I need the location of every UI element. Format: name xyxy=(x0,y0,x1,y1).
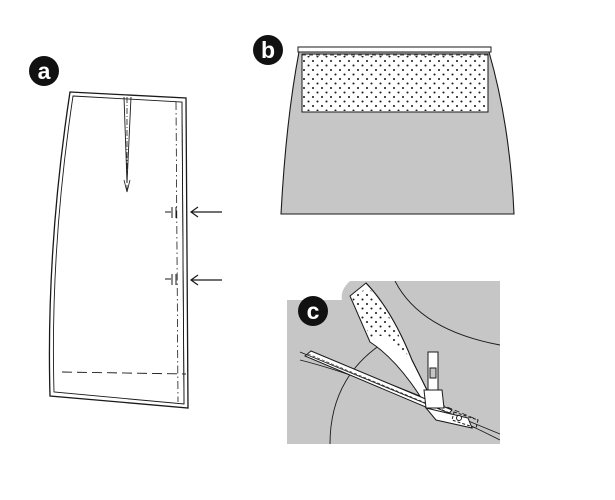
label-a-badge: a xyxy=(29,56,59,86)
fold-edge xyxy=(365,282,433,401)
center-line xyxy=(175,101,179,403)
seam-line xyxy=(181,101,185,405)
facing-dots xyxy=(352,287,408,356)
arrow-left-icon xyxy=(189,206,222,286)
label-c: c xyxy=(307,298,320,324)
label-b-badge: b xyxy=(253,35,283,65)
skirt-piece-outer xyxy=(48,91,189,409)
presser-foot-icon xyxy=(423,351,479,429)
skirt-piece-inner xyxy=(52,95,185,405)
label-c-badge: c xyxy=(298,296,328,326)
stitching-dashed xyxy=(439,403,479,421)
interfacing-dots xyxy=(303,56,487,111)
panel-c: c xyxy=(287,281,501,444)
label-a: a xyxy=(38,58,51,84)
panel-a: a xyxy=(29,56,222,409)
label-b: b xyxy=(261,37,275,63)
waist-stay-tape xyxy=(297,46,492,53)
hem-line xyxy=(61,371,187,375)
waist-dart xyxy=(123,96,132,193)
notch-marks xyxy=(165,207,177,285)
panel-b: b xyxy=(253,35,515,215)
zipper-teeth xyxy=(307,353,451,414)
